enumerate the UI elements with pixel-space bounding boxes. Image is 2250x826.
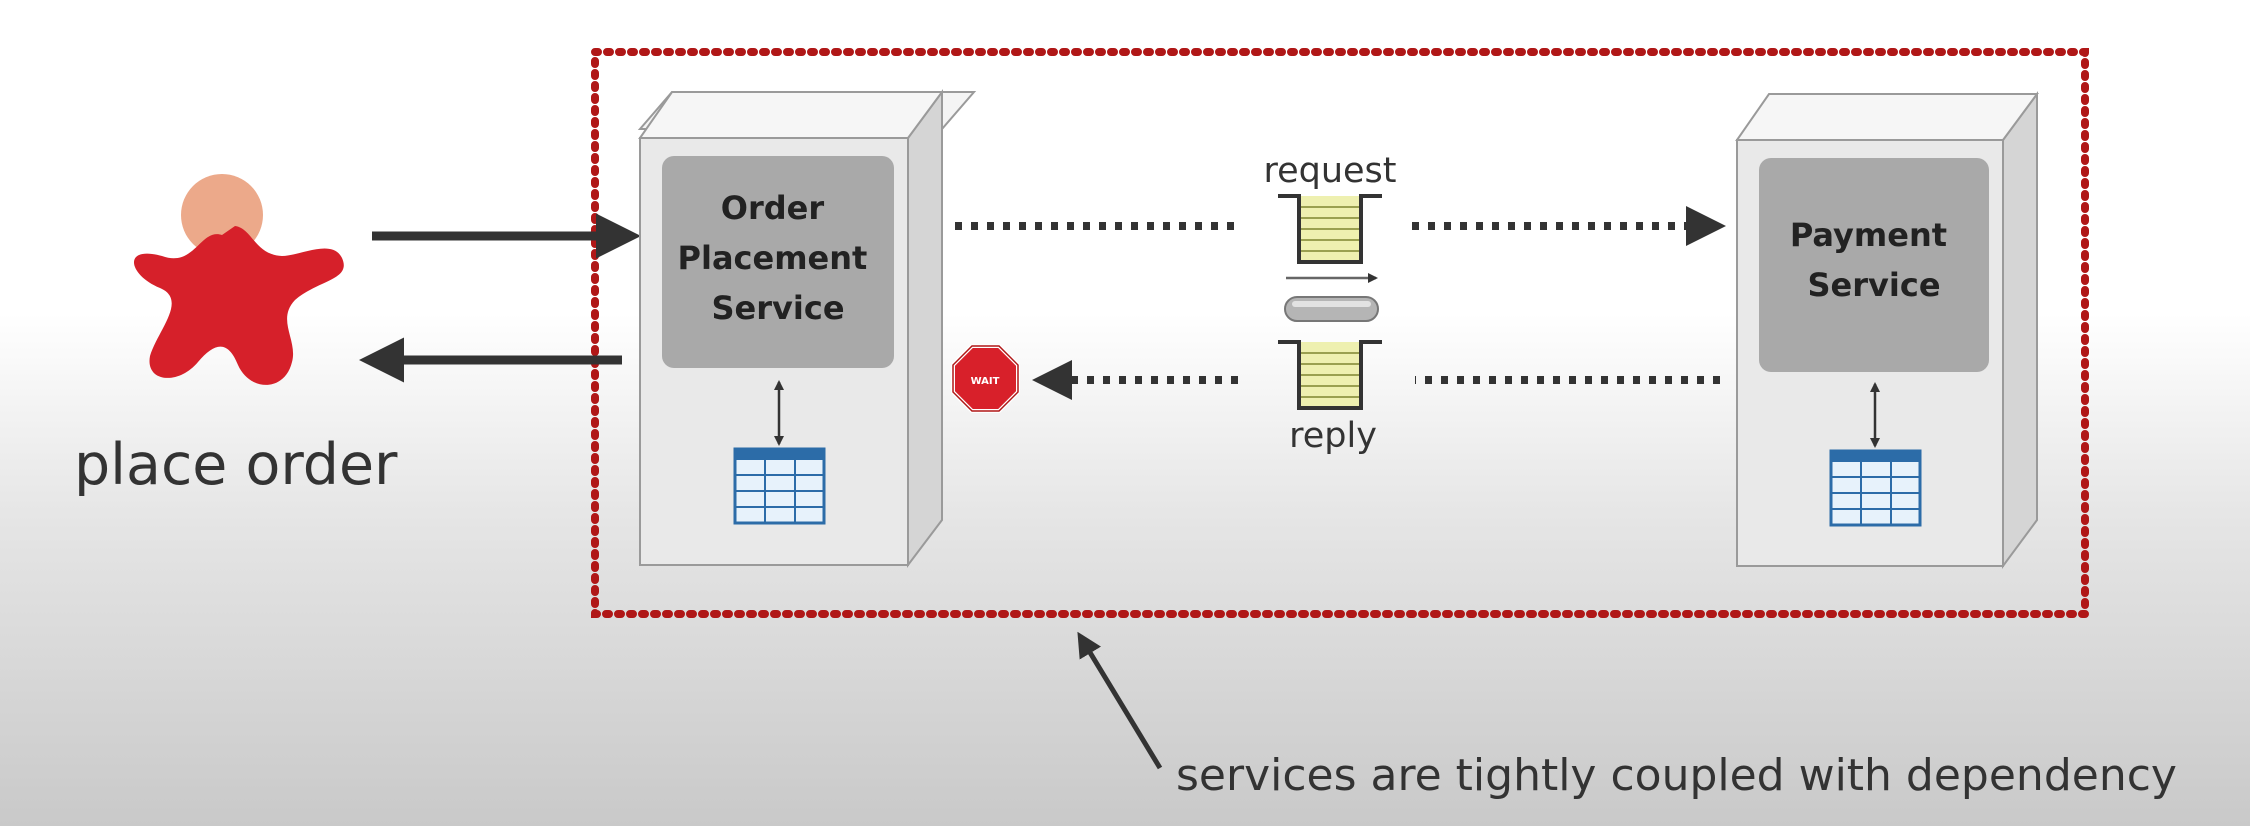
svg-text:Payment Service: Payment Service xyxy=(1790,216,1958,304)
payment-service-panel xyxy=(1759,158,1989,372)
request-queue-label: request xyxy=(1263,151,1396,191)
annotation-pointer-arrow xyxy=(1077,631,1163,770)
payment-service-title-line2: Service xyxy=(1807,266,1940,304)
coupling-boundary xyxy=(591,48,2089,618)
order-service-title-line1: Order xyxy=(721,189,825,227)
wait-stop-sign-icon: WAIT xyxy=(951,344,1020,413)
order-service-title-line2: Placement xyxy=(678,239,868,277)
order-service-panel xyxy=(662,156,894,368)
customer-actor-icon xyxy=(133,174,344,385)
reply-queue-icon xyxy=(1278,340,1382,410)
message-pipe-icon xyxy=(1284,296,1379,322)
stop-sign-text: WAIT xyxy=(971,376,1000,387)
request-queue-icon xyxy=(1278,194,1382,264)
reply-queue-label: reply xyxy=(1289,416,1377,456)
svg-text:Order Placement Servic: Order Placement Service xyxy=(678,189,879,327)
order-service-title-line3: Service xyxy=(711,289,844,327)
annotation-text: services are tightly coupled with depend… xyxy=(1176,750,2177,801)
payment-database-icon xyxy=(1829,449,1922,527)
payment-service-title-line1: Payment xyxy=(1790,216,1947,254)
actor-label: place order xyxy=(74,432,398,498)
order-database-icon xyxy=(733,447,826,525)
